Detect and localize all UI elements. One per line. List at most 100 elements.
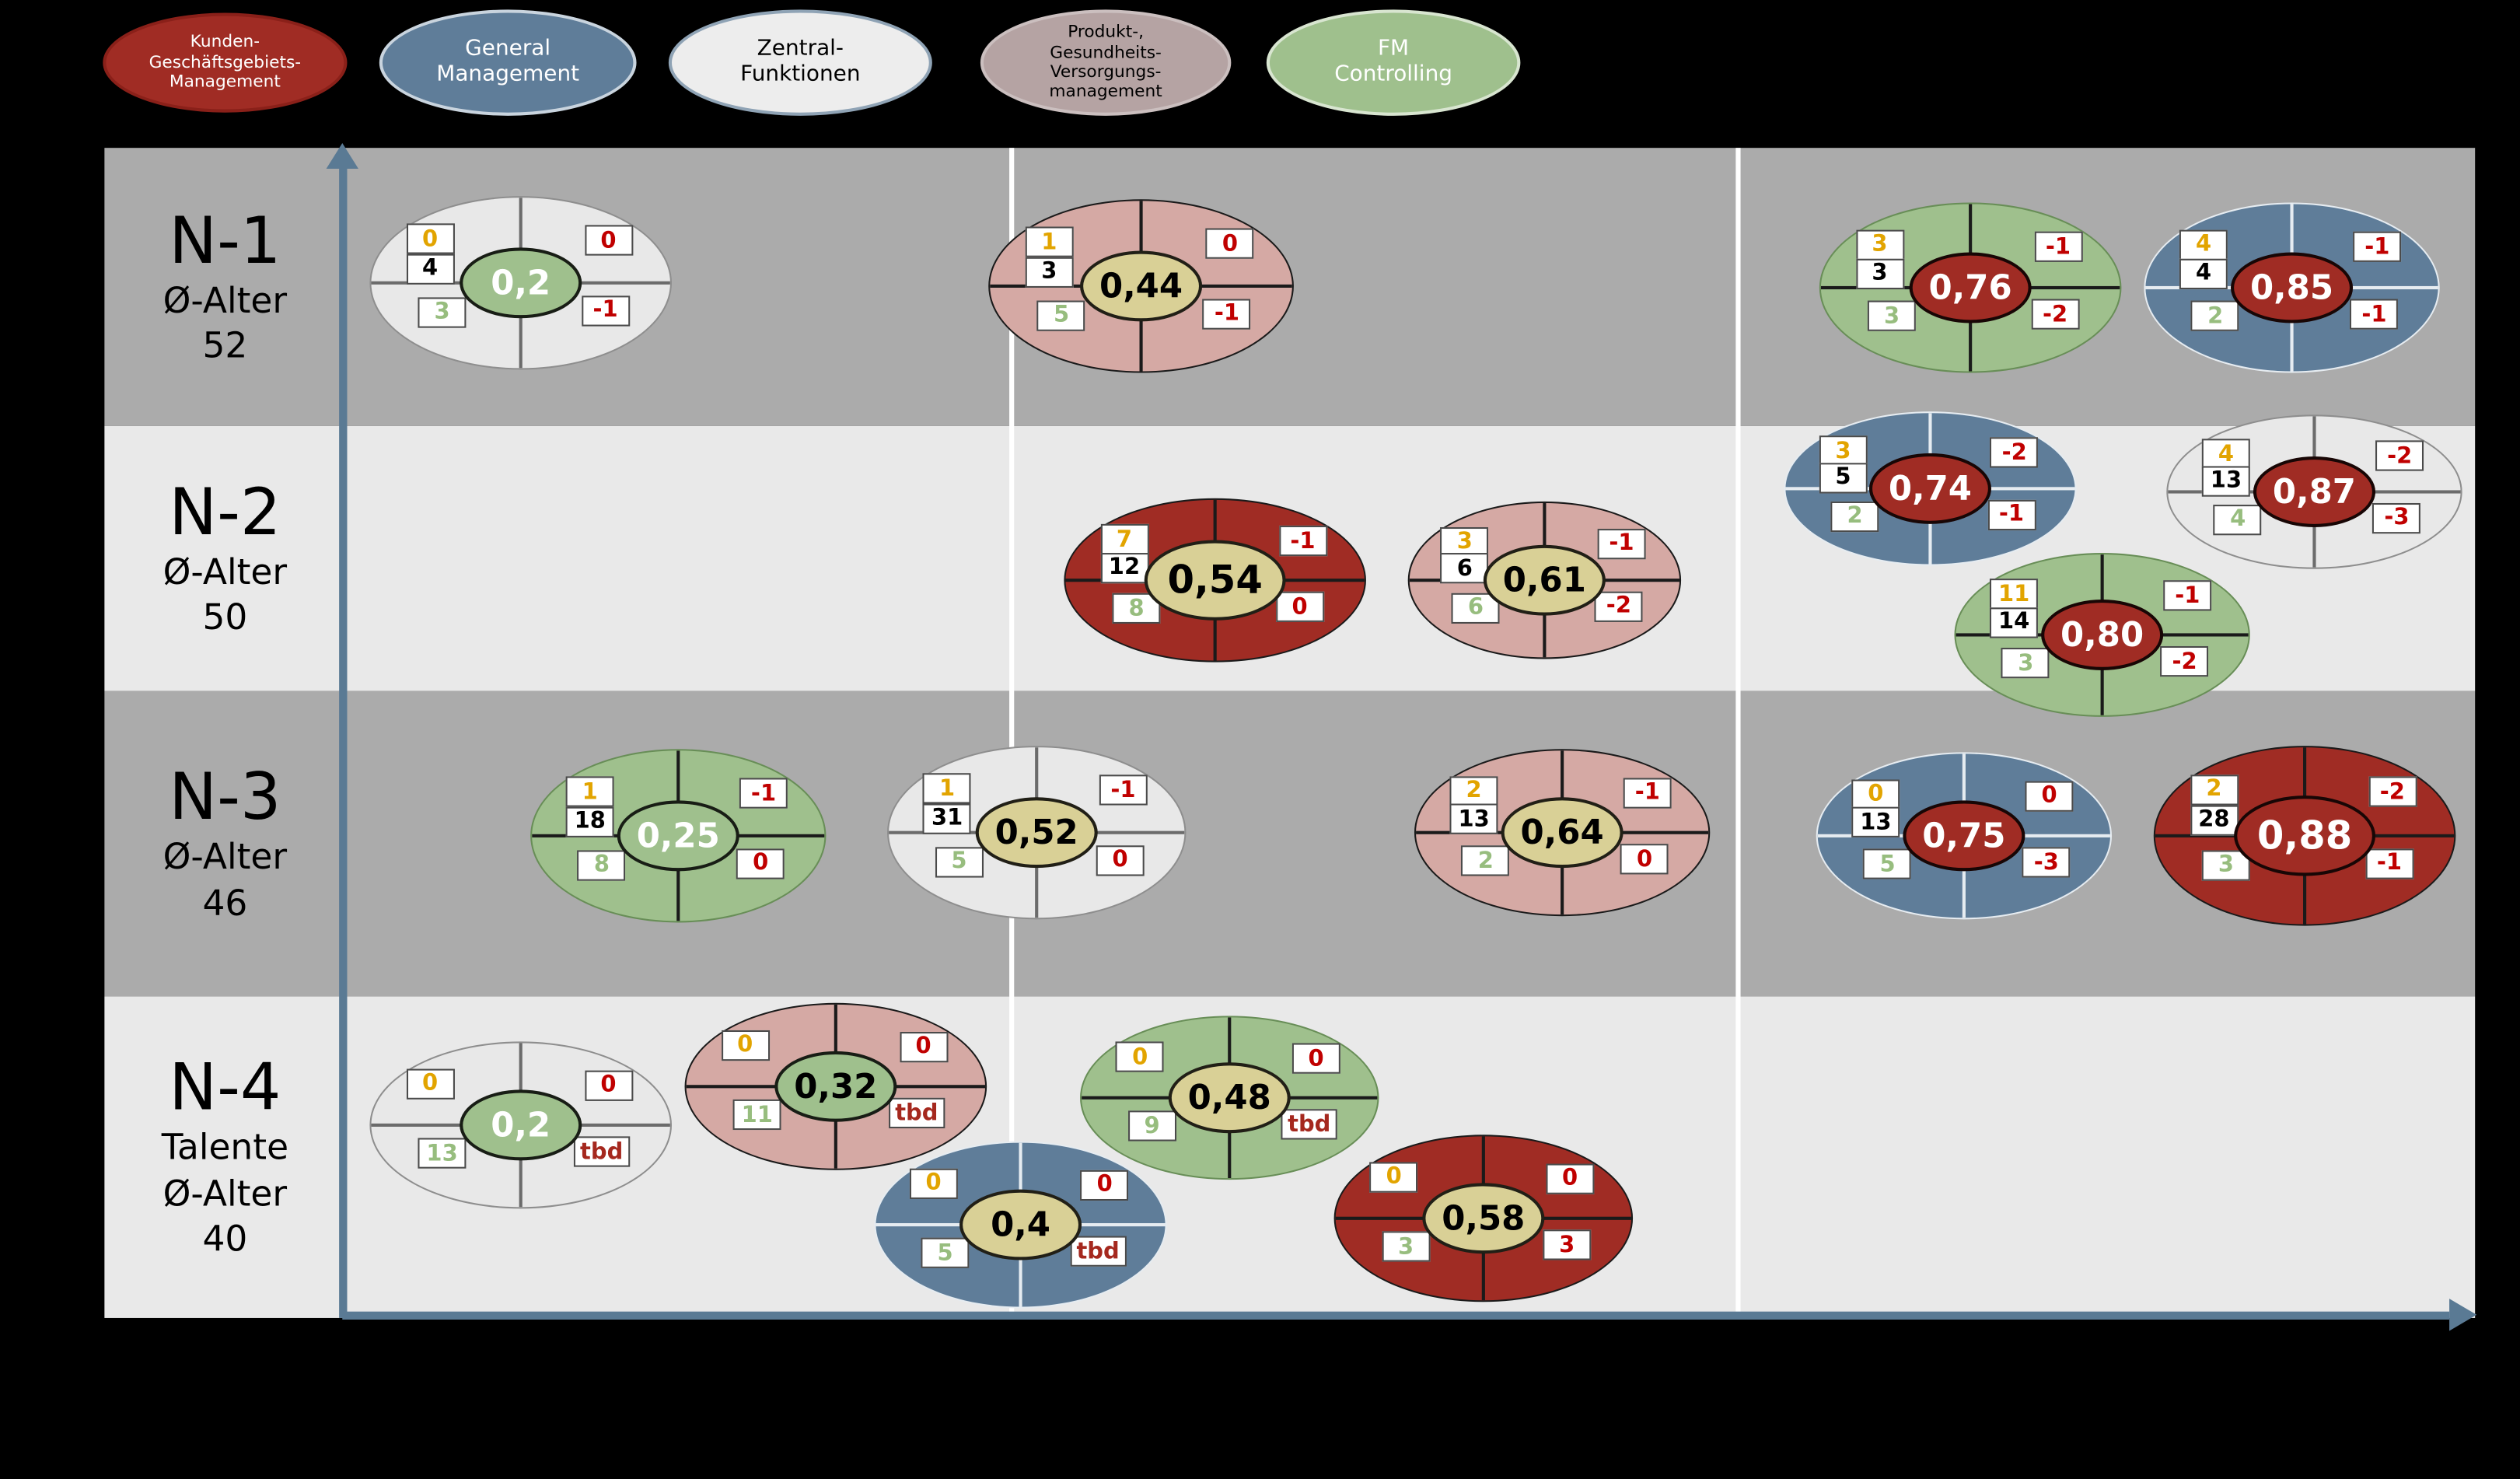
- metric-box-bottom-right: -1: [2350, 299, 2399, 330]
- metric-box-bottom-right: -1: [2364, 848, 2413, 879]
- legend-item-label-line: management: [1049, 82, 1162, 102]
- column-divider: [1735, 148, 1741, 1318]
- metric-box-yellow: 1: [923, 773, 972, 805]
- row-title: N-3: [169, 760, 281, 835]
- row-title: N-4: [169, 1051, 281, 1126]
- row-title: N-2: [169, 475, 281, 550]
- metric-box-green: 8: [577, 849, 626, 880]
- legend-item-label-line: General: [465, 35, 551, 61]
- metric-box-top-right: 0: [899, 1031, 948, 1062]
- legend-item-label-line: Management: [436, 61, 580, 87]
- metric-box-top-right: 0: [1205, 229, 1254, 260]
- metric-box-count: 4: [406, 253, 455, 285]
- metric-box-green: 11: [732, 1100, 781, 1131]
- metric-box-yellow: 2: [2190, 774, 2239, 806]
- row-sublabel: 40: [202, 1220, 248, 1261]
- row-sublabel: 52: [202, 327, 248, 368]
- metric-box-yellow: 4: [2179, 229, 2228, 260]
- metric-box-bottom-right: -1: [1987, 499, 2036, 530]
- row-sublabel: 50: [202, 598, 248, 639]
- metric-box-bottom-right: 3: [1543, 1229, 1592, 1261]
- metric-box-bottom-right: tbd: [573, 1136, 630, 1168]
- metric-box-bottom-right: -3: [2372, 502, 2421, 533]
- metric-box-bottom-right: tbd: [1070, 1236, 1126, 1267]
- metric-box-count: 28: [2190, 805, 2239, 836]
- metric-box-top-right: -2: [1990, 437, 2039, 469]
- x-axis-line: [342, 1310, 2450, 1319]
- metric-box-bottom-right: -2: [2160, 646, 2209, 677]
- metric-box-top-right: -2: [2368, 776, 2417, 807]
- metric-box-count: 13: [2201, 465, 2250, 497]
- y-axis-line: [338, 166, 347, 1318]
- metric-box-yellow: 2: [1449, 775, 1498, 806]
- metric-box-bottom-right: -3: [2022, 847, 2071, 879]
- legend-item-label-line: Funktionen: [740, 61, 861, 87]
- row-sublabel: 46: [202, 883, 248, 925]
- metric-box-bottom-right: 0: [736, 848, 785, 879]
- metric-box-yellow: 3: [1855, 229, 1904, 260]
- metric-box-count: 3: [1855, 258, 1904, 289]
- bubble-center-value: 0,88: [2234, 795, 2376, 876]
- metric-box-count: 13: [1851, 807, 1900, 838]
- bubble-center-value: 0,61: [1483, 544, 1606, 616]
- metric-box-count: 12: [1099, 552, 1148, 583]
- bubble-center-value: 0,87: [2253, 456, 2376, 527]
- row-sublabel: Ø-Alter: [163, 281, 288, 322]
- legend-item-label-line: Kunden-: [190, 33, 260, 53]
- row-sublabel: Ø-Alter: [163, 837, 288, 879]
- metric-box-count: 18: [565, 806, 614, 837]
- metric-box-count: 31: [923, 802, 972, 834]
- metric-box-top-right: -1: [2163, 580, 2212, 612]
- bubble-center-value: 0,76: [1909, 252, 2032, 323]
- metric-box-yellow: 3: [1440, 526, 1489, 558]
- bubble-center-value: 0,75: [1903, 800, 2025, 872]
- metric-box-count: 13: [1449, 804, 1498, 835]
- legend-item-kunden-geschaeftsgebiets-management: Kunden-Geschäftsgebiets-Management: [103, 12, 348, 113]
- row-title: N-1: [169, 204, 281, 278]
- metric-box-green: 2: [1830, 501, 1879, 532]
- legend-item-label-line: Geschäftsgebiets-: [149, 52, 302, 72]
- metric-box-bottom-right: 0: [1620, 844, 1669, 875]
- metric-box-top-right: 0: [1291, 1044, 1340, 1075]
- metric-box-yellow: 7: [1099, 524, 1148, 555]
- bubble-center-value: 0,32: [774, 1051, 897, 1122]
- row-sublabel: Ø-Alter: [163, 1174, 288, 1215]
- metric-box-green: 3: [1382, 1231, 1431, 1263]
- metric-box-green: 9: [1127, 1110, 1176, 1142]
- metric-box-top-right: -1: [1278, 526, 1327, 557]
- bubble-center-value: 0,4: [959, 1189, 1082, 1260]
- metric-box-yellow: 0: [909, 1167, 958, 1199]
- metric-box-bottom-right: -2: [2031, 299, 2080, 330]
- metric-box-top-right: 0: [584, 226, 633, 257]
- metric-box-yellow: 0: [1851, 778, 1900, 809]
- metric-box-bottom-right: tbd: [888, 1098, 945, 1129]
- metric-box-top-right: -2: [2375, 441, 2424, 472]
- metric-box-yellow: 0: [721, 1030, 770, 1061]
- legend-item-zentral-funktionen: Zentral-Funktionen: [668, 9, 932, 116]
- metric-box-yellow: 0: [406, 223, 455, 255]
- metric-box-green: 3: [2001, 648, 2050, 679]
- metric-box-count: 5: [1819, 462, 1868, 493]
- metric-box-count: 6: [1440, 553, 1489, 584]
- legend-item-label-line: Management: [169, 72, 281, 93]
- row-sublabel: Talente: [161, 1128, 289, 1169]
- legend-item-label-line: Gesundheits-: [1050, 43, 1162, 62]
- bubble-center-value: 0,80: [2041, 599, 2164, 670]
- x-axis-arrowhead: [2449, 1299, 2477, 1331]
- metric-box-top-right: -1: [1099, 775, 1148, 806]
